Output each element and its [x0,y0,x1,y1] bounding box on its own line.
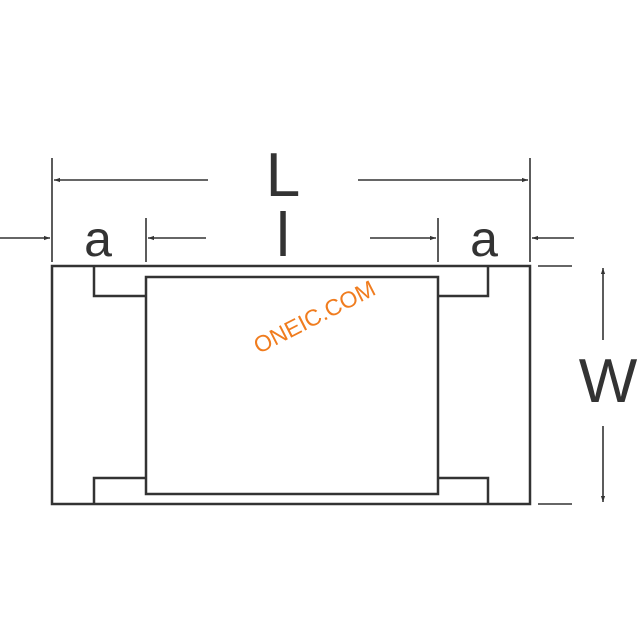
label-width: W [579,347,638,416]
component-outline [50,264,532,506]
terminal-bottom-left [92,476,146,504]
label-terminal-left: a [84,211,112,267]
terminal-top-left [92,266,146,298]
inner-body [144,275,440,496]
label-inner-length: l [276,201,290,270]
label-length: L [266,141,300,210]
terminal-top-right [438,266,490,298]
label-terminal-right: a [470,211,498,267]
watermark-text: ONEIC.COM [249,275,379,358]
terminal-bottom-right [438,476,490,504]
